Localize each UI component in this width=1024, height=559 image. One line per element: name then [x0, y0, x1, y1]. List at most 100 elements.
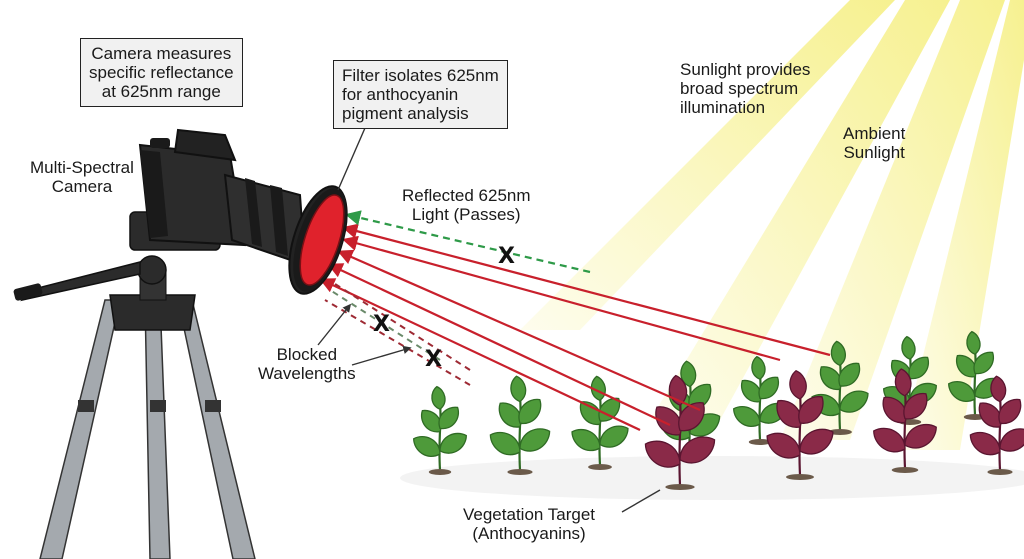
blocked-callout-line-1	[317, 303, 352, 346]
sun-beam-3	[780, 0, 1005, 440]
plant-soil	[786, 474, 814, 480]
sunlight-line-2: broad spectrum	[680, 79, 799, 98]
sun-beam-1	[520, 0, 895, 330]
plant-soil	[828, 429, 852, 435]
filter-box-line-1: Filter isolates 625nm	[342, 66, 499, 85]
blocked-rays	[324, 281, 471, 386]
plant-leaf	[766, 432, 801, 459]
plant-leaf	[838, 362, 861, 387]
reflected-line-1: Reflected 625nm	[402, 186, 531, 205]
camera-box-line-3: at 625nm range	[101, 82, 221, 101]
anthocyanin-plant-12	[969, 375, 1024, 475]
plant-leaf	[599, 425, 629, 448]
multi-spectral-camera	[138, 128, 348, 295]
camera-prism	[173, 128, 237, 162]
camera-grip	[140, 150, 168, 238]
ambient-line-1: Ambient	[843, 124, 906, 143]
plant-leaf	[908, 356, 930, 380]
filter-callout-line	[337, 127, 366, 191]
tripod	[13, 211, 256, 559]
tripod-leg-left	[39, 299, 121, 559]
vegetation-target	[413, 330, 1024, 490]
plant-leaf	[679, 436, 716, 464]
tripod-leg-lock-center	[150, 400, 166, 412]
blocked-line-2: Wavelengths	[258, 364, 356, 383]
plant-leaf	[973, 351, 995, 375]
filter-box-line-3: pigment analysis	[342, 104, 469, 123]
plant-leaf	[519, 428, 551, 452]
plant-leaf	[839, 390, 869, 413]
plant-leaf	[751, 355, 766, 380]
plant-leaf	[830, 340, 846, 367]
plant-leaf	[966, 330, 981, 355]
plant-leaf	[510, 375, 527, 403]
tripod-pan-handle	[20, 261, 141, 302]
blocked-x-mark-1: X	[498, 244, 515, 269]
plant-leaf	[518, 398, 542, 424]
green-plant-2	[489, 375, 551, 475]
sunlight-line-1: Sunlight provides	[680, 60, 811, 79]
reflected-ray-4	[327, 263, 671, 426]
plant-leaf	[798, 396, 824, 424]
camera-lens-ring-1	[245, 178, 262, 247]
ambient-sunlight-label: Ambient Sunlight	[843, 124, 905, 162]
plant-leaf	[758, 376, 780, 400]
blocked-wavelengths-label: Blocked Wavelengths	[258, 345, 356, 383]
green-plant-1	[413, 385, 467, 475]
reflected-rays	[319, 223, 831, 431]
plant-leaf	[948, 380, 976, 403]
plant-leaf	[904, 423, 937, 449]
callout-lines	[317, 127, 661, 513]
plant-leaf	[990, 375, 1007, 403]
blocked-x-mark-2: X	[373, 312, 390, 337]
plant-soil	[748, 439, 772, 445]
blocked-line-1: Blocked	[276, 345, 338, 364]
passing-green-ray	[345, 210, 591, 274]
plant-leaf	[431, 385, 446, 410]
plant-leaf	[903, 392, 928, 420]
camera-box-line-2: specific reflectance	[89, 63, 234, 82]
blocked-ray-1	[331, 281, 471, 371]
tripod-leg-center	[144, 299, 171, 559]
blocked-callout-line-2	[351, 345, 412, 366]
ground-shadow	[400, 456, 1024, 500]
plant-soil	[507, 469, 533, 475]
plant-leaf	[571, 428, 601, 452]
plant-leaf	[789, 370, 807, 400]
plant-leaf	[873, 427, 906, 453]
blocked-x-mark-3: X	[425, 347, 442, 372]
tripod-handle-grip	[13, 283, 43, 301]
plant-leaf	[894, 368, 912, 397]
reflected-ray-5	[319, 278, 641, 431]
plant-leaf	[413, 435, 441, 458]
tripod-leg-lock-right	[205, 400, 221, 412]
camera-measures-box: Camera measures specific reflectance at …	[80, 38, 243, 107]
plant-leaf	[999, 428, 1024, 452]
reflected-ray-2	[342, 235, 781, 362]
red-625nm-filter	[299, 194, 345, 286]
plant-leaf	[489, 431, 521, 456]
reflected-line-2: Light (Passes)	[411, 205, 521, 224]
sunlight-beams	[520, 0, 1024, 450]
tripod-leg-right	[177, 299, 256, 559]
reflected-ray-1	[342, 223, 831, 357]
plant-leaf	[439, 432, 467, 454]
reflected-light-label: Reflected 625nm Light (Passes)	[402, 186, 531, 224]
sun-beam-2	[650, 0, 950, 420]
plant-soil	[588, 464, 612, 470]
green-plant-6	[811, 340, 869, 435]
plant-leaf	[799, 428, 834, 455]
ambient-line-2: Sunlight	[843, 143, 905, 162]
plant-leaf	[644, 440, 681, 468]
plant-leaf	[590, 375, 606, 402]
green-plant-5	[733, 355, 787, 445]
plant-soil	[987, 469, 1013, 475]
green-plant-3	[571, 375, 629, 470]
vegetation-target-label: Vegetation Target (Anthocyanins)	[463, 505, 595, 543]
reflected-ray-3	[337, 249, 701, 412]
plant-soil	[665, 484, 695, 490]
plant-leaf	[969, 431, 1001, 456]
vegetation-line-2: (Anthocyanins)	[472, 524, 586, 543]
camera-label-line-2: Camera	[51, 177, 113, 196]
camera-lens-ring-2	[270, 185, 288, 256]
